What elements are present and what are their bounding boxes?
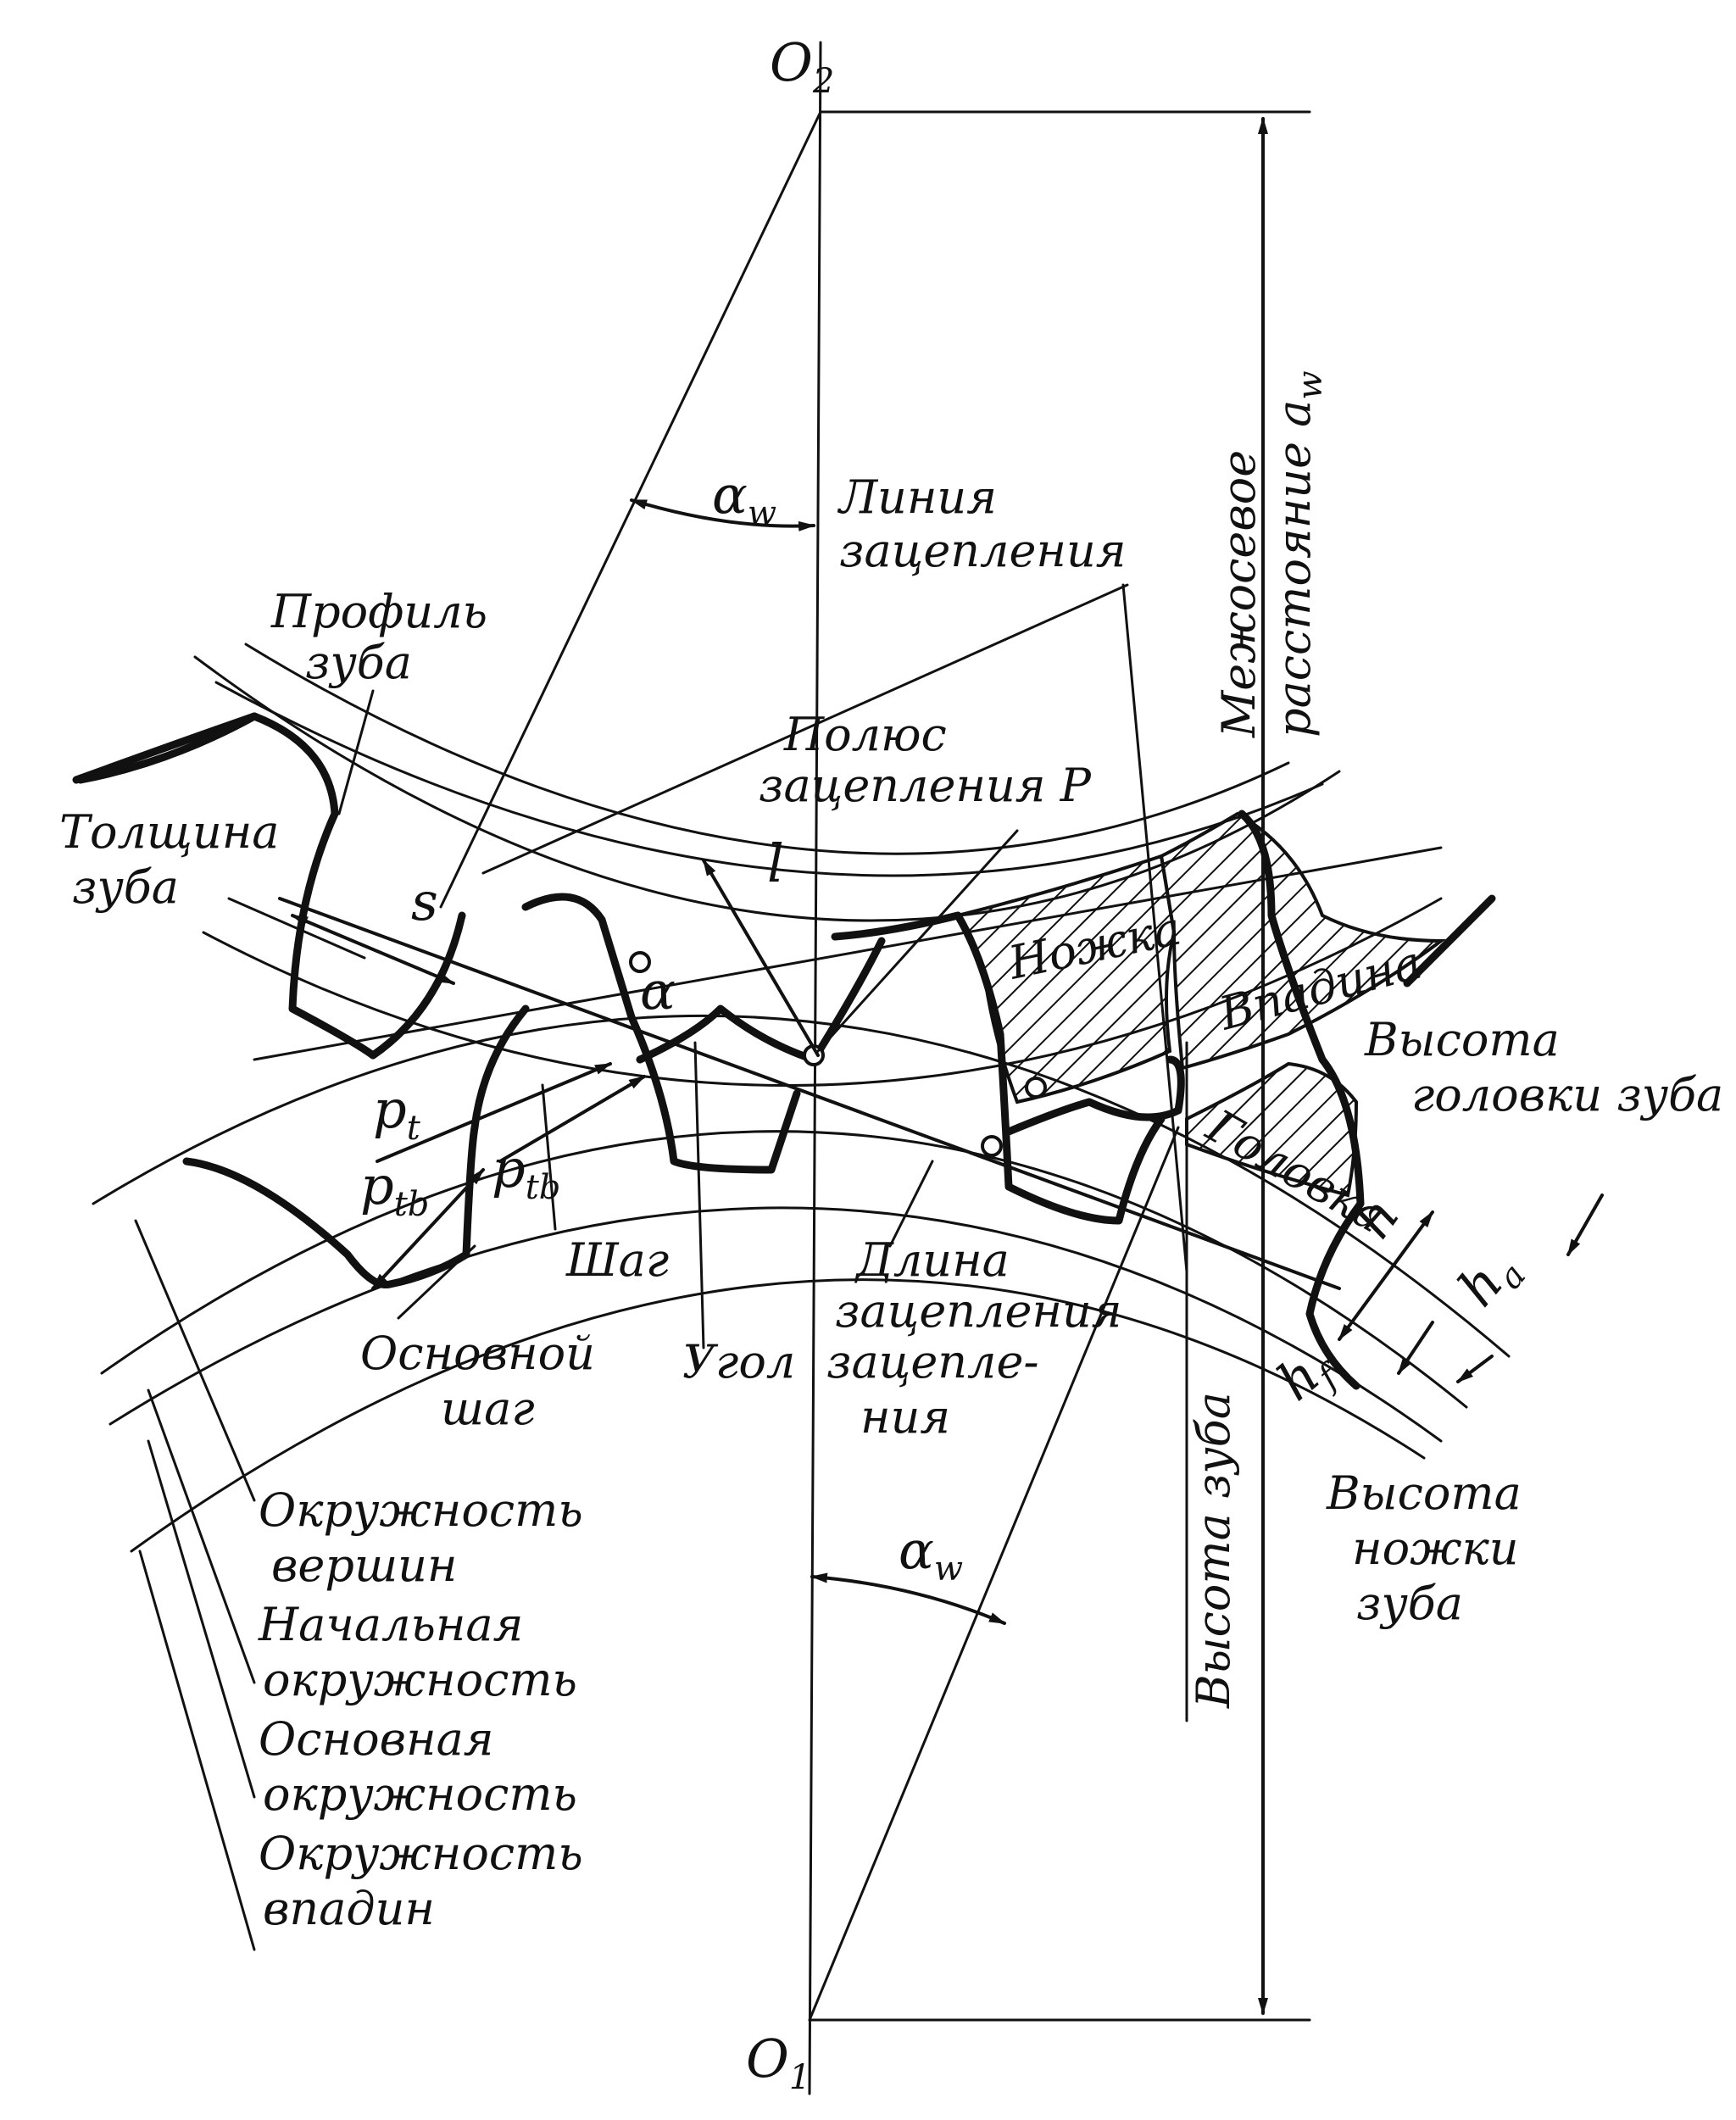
lower-tooth-profile-3 [1004,1055,1185,1136]
contact-point-right-1 [1025,1077,1047,1099]
length-label-2: зацепления [835,1284,1122,1338]
addendum-hatch-region [1185,1061,1359,1198]
root-circle-leader [138,1550,256,1951]
tooth-profile-label-2: зуба [305,636,412,689]
pitch-circle-label-1: Начальная [258,1598,523,1651]
h-arrow [1338,1210,1434,1341]
space-hatch-region [1159,811,1446,1071]
leader-pitch-point [816,829,1019,1053]
contact-point-right-2 [981,1135,1003,1157]
right-tooth-edge [1403,894,1496,988]
s-label: s [411,871,438,932]
angle-label-3: ния [860,1390,950,1444]
lower-root-circle [130,1278,1426,1553]
o2-label: O2 [770,31,834,101]
angle-label-2: зацепле- [826,1335,1039,1388]
alpha-label: α [640,960,676,1021]
ha-arrow [1566,1194,1604,1256]
hf-arrow [1397,1321,1434,1375]
length-label-1: Длина [854,1233,1010,1287]
ha-label: ha [1446,1237,1534,1323]
lower-tip-circle [92,1014,1511,1358]
base-pitch-label-1: Основной [360,1327,595,1380]
dedendum-height-label-1: Высота [1326,1466,1522,1520]
addendum-height-label-2: головки зуба [1411,1068,1723,1121]
top-left-arc [76,712,259,784]
alpha-w-top-arc [630,498,815,531]
ptb-left-label: ptb [360,1155,429,1224]
leader-angle [693,1041,705,1349]
pitch-circle-leader [147,1388,256,1684]
dedendum-height-label-2: ножки [1352,1522,1519,1575]
ptb-arrow [371,1168,485,1290]
lower-tooth-profile-1 [182,1004,530,1289]
angle-label-1: Угол [682,1335,795,1388]
center-line [808,41,822,2095]
pitch-circle-label-2: окружность [263,1653,577,1706]
s-arrow [291,914,455,985]
tooth-thickness-label-2: зуба [72,860,179,914]
leader-pitch [541,1083,557,1231]
leader-tooth-profile [337,689,375,815]
lower-pitch-circle [100,1130,1468,1409]
leader-length [888,1160,934,1248]
tip-circle-label-2: вершин [271,1539,457,1592]
ptb-mid-arrow [498,1075,646,1163]
tooth-height-label: Высота зуба [1187,1392,1240,1709]
alpha-w-bottom-label: αw [899,1519,963,1589]
line-of-action-label-2: зацепления [839,524,1127,577]
upper-tooth-profile-2 [521,893,801,1174]
base-circle-label-2: окружность [263,1767,577,1821]
l-arrow [702,859,820,1057]
l-label: l [767,832,784,894]
contact-point-left [629,951,651,973]
dedendum-height-label-3: зуба [1356,1577,1463,1630]
upper-left-tooth-profile [72,712,466,1060]
ptb-mid-label: ptb [492,1138,560,1207]
alpha-w-bottom-arc [810,1572,1006,1625]
pitch-label: Шаг [565,1233,669,1287]
dedendum-hatch-region [955,854,1177,1105]
alpha-w-top-label: αw [712,464,776,533]
lower-tooth-profile-2 [636,937,886,1064]
root-circle-label-2: впадин [263,1882,435,1935]
tooth-profile-label-1: Профиль [270,585,487,638]
root-circle-label-1: Окружность [259,1827,583,1880]
tip-circle-label-1: Окружность [259,1483,583,1537]
svg-text:расстояние aw: расстояние aw [1267,370,1330,737]
o1-label: O1 [746,2028,810,2097]
ha-arrow-2 [1456,1355,1494,1383]
leader-line-of-action [481,583,1129,875]
line-of-action-label-1: Линия [837,470,997,524]
leader-line-of-action-2 [1121,583,1188,1273]
tooth-thickness-label-1: Толщина [59,805,280,859]
upper-tooth-profile-3 [831,911,1166,1225]
center-distance-label: Межосевое расстояние aw [1212,370,1330,738]
pt-label: pt [373,1078,421,1148]
svg-text:Межосевое: Межосевое [1212,450,1266,738]
line-of-action [278,897,1341,1290]
base-pitch-label-2: шаг [441,1382,535,1435]
upper-base-circle [214,681,1324,877]
base-circle-leader [147,1439,256,1799]
base-circle-label-1: Основная [259,1712,494,1766]
lower-base-circle [108,1206,1443,1443]
pitch-point-label-1: Полюс [783,708,947,761]
pitch-point-label-2: зацепления P [759,759,1093,812]
tip-circle-leader [134,1219,256,1502]
addendum-height-label-1: Высота [1364,1013,1560,1066]
pt-arrow [376,1062,612,1163]
